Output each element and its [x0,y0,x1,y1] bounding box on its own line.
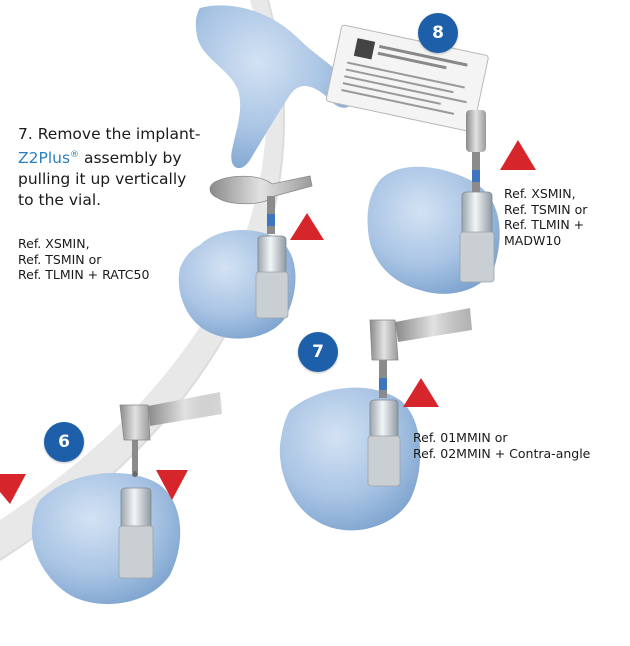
up-arrow-ratchet [290,213,324,240]
contra-angle-step6 [120,405,150,440]
instruction-line-1: 7. Remove the implant- [18,124,228,145]
up-arrow-step7 [403,378,439,407]
ref-line: Ref. TLMIN + RATC50 [18,267,188,283]
step6-hand [32,388,245,604]
vial-step6 [121,488,151,530]
ref-ratc50: Ref. XSMIN, Ref. TSMIN or Ref. TLMIN + R… [18,236,188,283]
vial-ratchet [258,236,286,276]
ref-line: MADW10 [504,233,624,249]
instruction-line-3: pulling it up vertically [18,169,228,190]
down-arrow-left [0,474,26,504]
vial-step7 [370,400,398,440]
instruction-line-2: Z2Plus® assembly by [18,145,228,169]
registered-mark: ® [70,150,79,160]
ref-line: Ref. 02MMIN + Contra-angle [413,446,628,462]
brand-name: Z2Plus [18,149,70,167]
ref-line: Ref. TLMIN + [504,217,624,233]
instruction-line-2-rest: assembly by [79,149,181,167]
glove-step6 [32,473,180,604]
ref-line: Ref. XSMIN, [504,186,624,202]
ref-line: Ref. XSMIN, [18,236,188,252]
step-7-instruction: 7. Remove the implant- Z2Plus® assembly … [18,124,228,211]
ref-contra-angle: Ref. 01MMIN or Ref. 02MMIN + Contra-angl… [413,430,628,461]
madw-driver [466,110,486,152]
ref-line: Ref. TSMIN or [18,252,188,268]
step-6-badge: 6 [44,422,84,462]
step8-driver-hand [368,110,500,294]
ref-line: Ref. TSMIN or [504,202,624,218]
vial-step8 [462,192,492,236]
ref-line: Ref. 01MMIN or [413,430,628,446]
step-8-badge: 8 [418,13,458,53]
ref-madw10: Ref. XSMIN, Ref. TSMIN or Ref. TLMIN + M… [504,186,624,248]
step-7-badge: 7 [298,332,338,372]
contra-angle-step7 [370,320,398,360]
up-arrow-step8 [500,140,536,170]
instruction-line-4: to the vial. [18,190,228,211]
